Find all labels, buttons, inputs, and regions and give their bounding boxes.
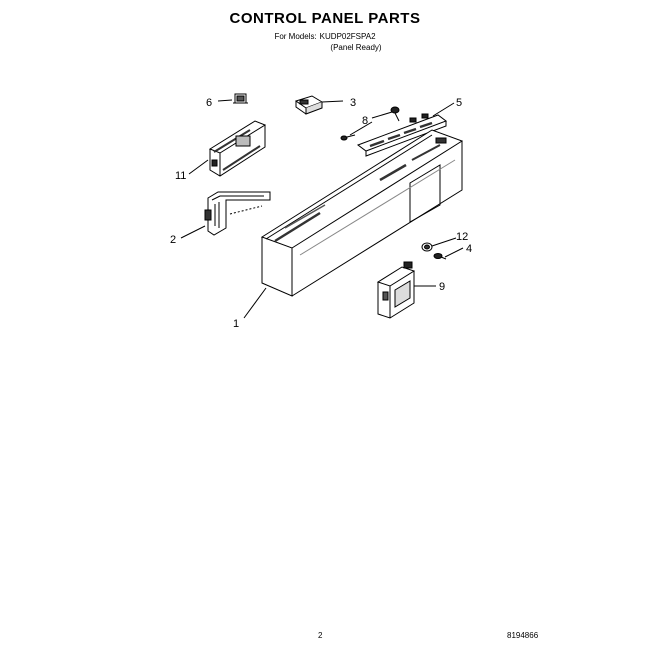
part-4-screw <box>433 253 447 260</box>
document-code: 8194866 <box>507 631 539 640</box>
part-8-screws <box>340 106 400 141</box>
part-6-clip <box>233 93 248 104</box>
page-number: 2 <box>318 631 323 640</box>
page-title: CONTROL PANEL PARTS <box>229 10 421 27</box>
callout-6: 6 <box>206 97 212 109</box>
callout-12: 12 <box>456 231 468 243</box>
callout-9: 9 <box>439 281 445 293</box>
subtitle-line: (Panel Ready) <box>0 43 650 52</box>
callout-11: 11 <box>175 170 186 182</box>
part-9-switch <box>376 261 416 319</box>
callout-3: 3 <box>350 97 356 109</box>
part-1-control-panel <box>260 129 464 297</box>
callout-2: 2 <box>170 234 176 246</box>
callout-1: 1 <box>233 318 239 330</box>
leader-lines <box>180 99 464 319</box>
models-line: For Models:KUDP02FSPA2 <box>0 32 650 41</box>
part-5-interface-strip <box>356 113 448 157</box>
models-label: For Models: <box>274 32 317 41</box>
part-12-button <box>421 242 433 252</box>
part-3-connector <box>294 95 324 115</box>
part-11-control-board <box>208 120 267 177</box>
callout-labels: 6 3 8 5 11 2 1 12 4 9 <box>170 97 472 330</box>
callout-4: 4 <box>466 243 472 255</box>
callout-5: 5 <box>456 97 462 109</box>
panel-ready-note: (Panel Ready) <box>330 43 382 52</box>
part-2-harness <box>204 191 271 236</box>
callout-8: 8 <box>362 115 368 127</box>
models-value: KUDP02FSPA2 <box>319 32 376 41</box>
